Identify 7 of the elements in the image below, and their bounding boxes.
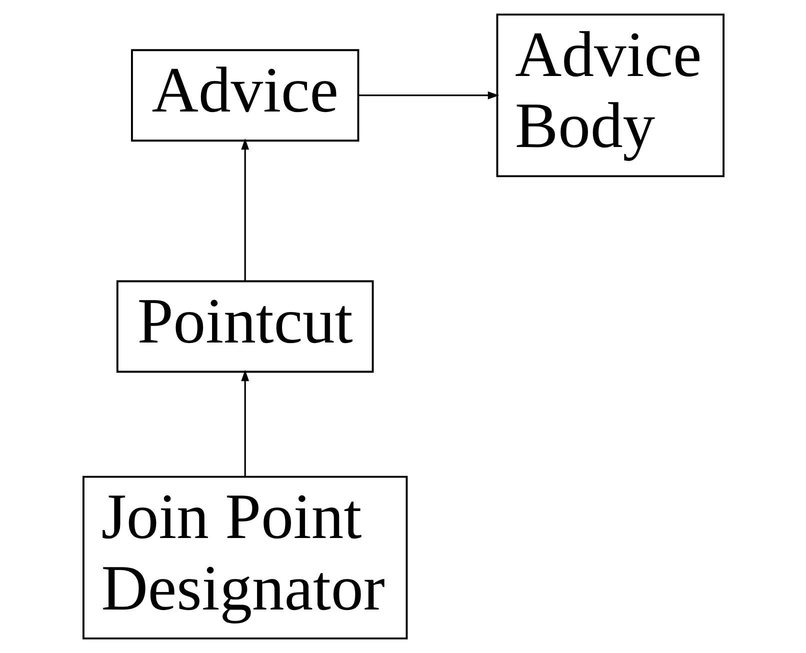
node-box: Join Point Designator (82, 476, 408, 640)
node-box: Advice (130, 49, 359, 142)
node-box: Pointcut (116, 280, 374, 373)
node-box: Advice Body (496, 14, 724, 178)
arrow (240, 370, 249, 476)
arrow (358, 91, 499, 100)
arrow (240, 138, 249, 281)
